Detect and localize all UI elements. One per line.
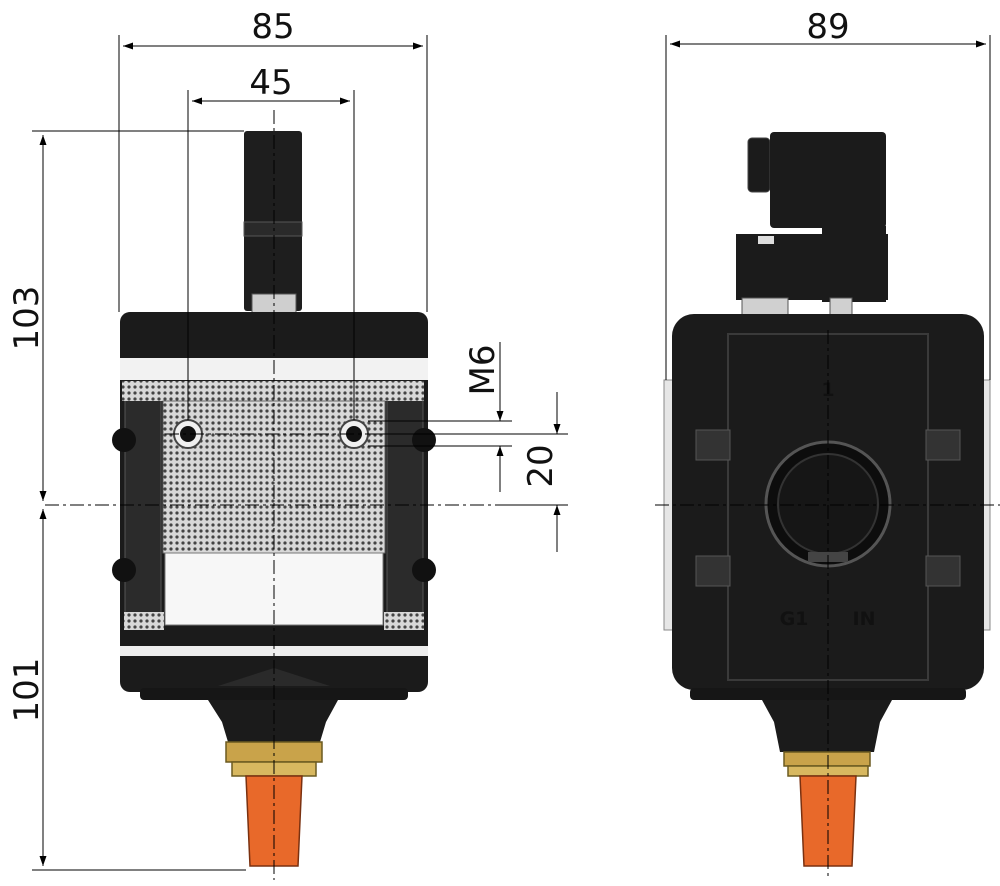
connector-plug	[736, 132, 888, 317]
dimension-lines	[32, 35, 991, 871]
dim-side-width: 89	[806, 7, 849, 47]
front-drain	[208, 700, 338, 867]
front-body	[112, 312, 436, 700]
dim-upper-height: 103	[7, 286, 47, 351]
front-centerlines	[45, 110, 500, 880]
dim-hole-spacing: 45	[249, 63, 292, 103]
front-view	[45, 110, 500, 880]
dim-lower-height: 101	[7, 658, 47, 723]
dim-thread: M6	[463, 345, 503, 396]
dim-thread-offset: 20	[521, 444, 561, 487]
side-body	[672, 314, 984, 700]
side-drain	[762, 700, 892, 867]
side-centerlines	[655, 330, 1000, 880]
direction-label: IN	[853, 608, 876, 630]
dim-front-width: 85	[251, 7, 294, 47]
thread-size-label: G1	[780, 608, 809, 630]
dimension-labels: 85 45 89 103 101 M6 20	[7, 7, 850, 722]
front-solenoid-stem	[243, 131, 303, 317]
side-view: 1 G1 IN	[655, 132, 1000, 880]
